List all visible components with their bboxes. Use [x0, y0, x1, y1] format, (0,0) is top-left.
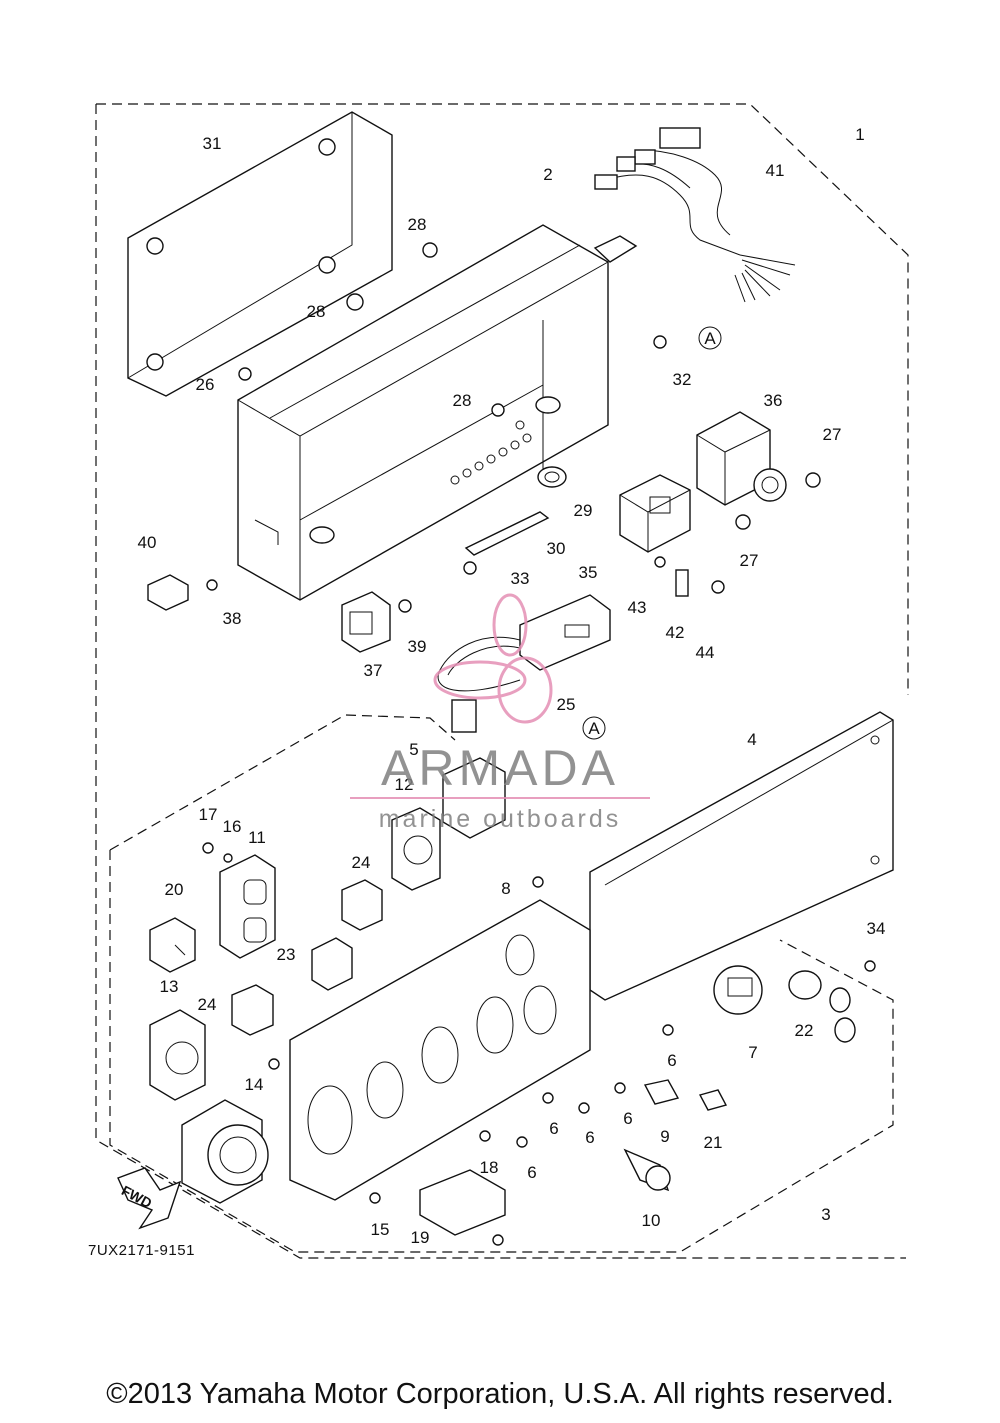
hardware	[206, 242, 821, 613]
callout-34: 34	[867, 919, 886, 938]
callout-27a: 27	[823, 425, 842, 444]
hour-meter-7	[713, 965, 763, 1015]
callout-28a: 28	[408, 215, 427, 234]
callout-6b: 6	[623, 1109, 632, 1128]
callout-9: 9	[660, 1127, 669, 1146]
callout-33: 33	[511, 569, 530, 588]
bracket-harness-25	[437, 594, 611, 733]
module-36	[696, 411, 787, 506]
callout-5: 5	[409, 740, 418, 759]
callout-36: 36	[764, 391, 783, 410]
callout-42: 42	[666, 623, 685, 642]
callout-44: 44	[696, 643, 715, 662]
bar-30	[464, 511, 550, 556]
watermark-logo-icon	[433, 593, 553, 724]
reference-letter: A	[588, 719, 600, 738]
watermark-brand: ARMADA	[381, 740, 619, 796]
callout-19: 19	[411, 1228, 430, 1247]
receptacle-14	[181, 1099, 269, 1204]
callout-26: 26	[196, 375, 215, 394]
connector-37	[341, 591, 391, 653]
callout-41: 41	[766, 161, 785, 180]
receptacle-13	[149, 1009, 206, 1101]
reference-marker-lower: A	[582, 716, 606, 740]
callout-17: 17	[199, 805, 218, 824]
wire-harness-top	[594, 127, 796, 303]
breaker-24a	[341, 879, 383, 931]
callout-6e: 6	[527, 1163, 536, 1182]
callout-12: 12	[395, 775, 414, 794]
callout-6d: 6	[585, 1128, 594, 1147]
assembly-boundary	[95, 103, 909, 1259]
knob-21	[698, 1089, 728, 1111]
hardware-lower	[202, 842, 876, 1246]
callout-23: 23	[277, 945, 296, 964]
callout-39: 39	[408, 637, 427, 656]
callout-24a: 24	[352, 853, 371, 872]
callout-37: 37	[364, 661, 383, 680]
cap-40	[147, 574, 189, 611]
side-panel	[127, 111, 393, 397]
reference-marker-upper: A	[698, 326, 722, 350]
receptacle-12	[391, 807, 441, 891]
filter-19	[419, 1169, 506, 1236]
callout-1: 1	[855, 125, 864, 144]
callout-14: 14	[245, 1075, 264, 1094]
breaker-23	[311, 937, 353, 991]
watermark-tagline: marine outboards	[379, 805, 622, 833]
callout-28b: 28	[307, 302, 326, 321]
callout-29: 29	[574, 501, 593, 520]
panel-plate-4	[589, 711, 894, 1001]
callout-8: 8	[501, 879, 510, 898]
copyright-footer: ©2013 Yamaha Motor Corporation, U.S.A. A…	[106, 1378, 894, 1410]
callout-24b: 24	[198, 995, 217, 1014]
callout-2: 2	[543, 165, 552, 184]
callout-10: 10	[642, 1211, 661, 1230]
callout-30: 30	[547, 539, 566, 558]
reference-letter: A	[704, 329, 716, 348]
receptacle-11	[219, 854, 276, 959]
callout-27b: 27	[740, 551, 759, 570]
switch-20	[149, 917, 196, 973]
callout-32: 32	[673, 370, 692, 389]
part-code: 7UX2171-9151	[88, 1242, 195, 1259]
callout-18: 18	[480, 1158, 499, 1177]
callout-21: 21	[704, 1133, 723, 1152]
button-10	[623, 1148, 671, 1192]
front-panel-3	[289, 899, 591, 1201]
callout-22: 22	[795, 1021, 814, 1040]
callout-35: 35	[579, 563, 598, 582]
module-35	[619, 474, 691, 553]
callout-6c: 6	[549, 1119, 558, 1138]
fwd-arrow: FWD	[117, 1167, 182, 1230]
callout-3: 3	[821, 1205, 830, 1224]
callout-15: 15	[371, 1220, 390, 1239]
callout-13: 13	[160, 977, 179, 996]
watermark: ARMADA marine outboards	[350, 593, 650, 833]
callout-38: 38	[223, 609, 242, 628]
callout-40: 40	[138, 533, 157, 552]
callout-7: 7	[748, 1043, 757, 1062]
callout-28c: 28	[453, 391, 472, 410]
breaker-24b	[231, 984, 274, 1036]
control-box	[237, 224, 638, 601]
callout-20: 20	[165, 880, 184, 899]
callout-4: 4	[747, 730, 756, 749]
key-switch-22	[788, 970, 856, 1043]
grommet-29	[537, 466, 567, 488]
callout-31: 31	[203, 134, 222, 153]
callout-43: 43	[628, 598, 647, 617]
callout-25: 25	[557, 695, 576, 714]
callout-11: 11	[248, 828, 266, 847]
callout-16: 16	[223, 817, 242, 836]
callout-6a: 6	[667, 1051, 676, 1070]
fuse-holder-9	[643, 1079, 680, 1105]
